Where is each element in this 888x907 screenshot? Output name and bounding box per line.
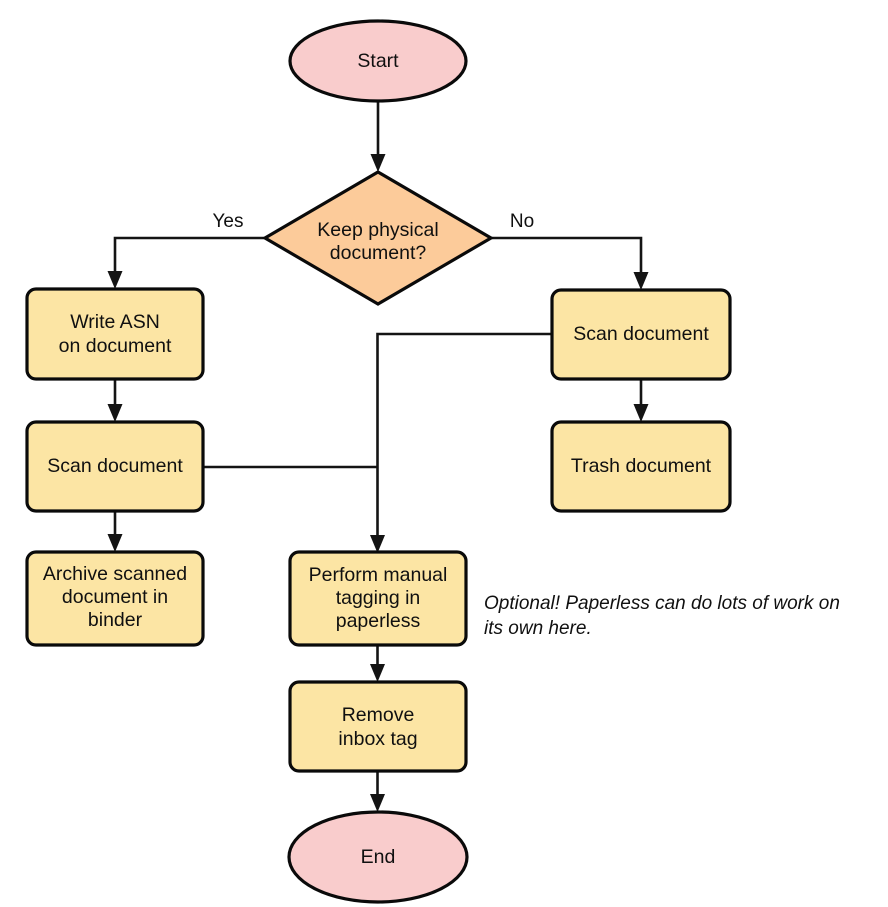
node-remove-inbox-label-line1: Remove	[342, 704, 415, 726]
node-write-asn-on-document[interactable]: Write ASN on document	[25, 287, 205, 381]
note-line1: Optional! Paperless can do lots of work …	[484, 593, 840, 614]
node-end-label: End	[361, 846, 396, 868]
node-archive-label-line1: Archive scanned	[43, 563, 187, 585]
node-archive-label-line2: document in	[62, 586, 168, 608]
node-tagging-label-line1: Perform manual	[309, 564, 448, 586]
note-line2: its own here.	[484, 618, 592, 639]
node-archive-label-line3: binder	[88, 609, 143, 631]
edge-start-to-decision	[370, 101, 386, 172]
node-scan-document-right-label: Scan document	[573, 323, 709, 345]
node-trash-document-label: Trash document	[571, 455, 712, 477]
node-decision-keep-physical-document[interactable]: Keep physical document?	[261, 170, 495, 306]
edge-decision-yes-to-write-asn	[107, 236, 265, 289]
edge-decision-no-to-scan-right	[491, 236, 649, 290]
edge-tagging-to-remove-inbox	[370, 645, 385, 682]
edge-scan-left-to-archive	[107, 511, 123, 552]
edge-label-no: No	[510, 211, 534, 232]
node-trash-document[interactable]: Trash document	[550, 420, 732, 513]
node-scan-document-left[interactable]: Scan document	[25, 420, 205, 513]
edge-remove-inbox-to-end	[370, 771, 385, 812]
node-perform-manual-tagging[interactable]: Perform manual tagging in paperless	[288, 550, 468, 647]
node-decision-label-line1: Keep physical	[317, 219, 438, 241]
edge-write-asn-to-scan-left	[107, 379, 123, 422]
node-write-asn-label-line2: on document	[59, 335, 172, 357]
node-tagging-label-line2: tagging in	[336, 587, 421, 609]
node-remove-inbox-label-line2: inbox tag	[338, 728, 417, 750]
node-end[interactable]: End	[287, 810, 469, 904]
edge-scan-right-to-tagging	[370, 332, 552, 553]
node-scan-document-left-label: Scan document	[47, 455, 183, 477]
node-archive-scanned-document[interactable]: Archive scanned document in binder	[25, 550, 205, 647]
node-tagging-label-line3: paperless	[336, 610, 421, 632]
node-decision-label-line2: document?	[330, 242, 427, 264]
node-remove-inbox-tag[interactable]: Remove inbox tag	[288, 680, 468, 773]
node-scan-document-right[interactable]: Scan document	[550, 288, 732, 381]
node-start-label: Start	[357, 50, 399, 72]
edge-scan-right-to-trash	[633, 379, 649, 422]
node-write-asn-label-line1: Write ASN	[70, 311, 160, 333]
edge-label-yes: Yes	[213, 211, 244, 232]
node-start[interactable]: Start	[288, 19, 468, 103]
note-optional-paperless: Optional! Paperless can do lots of work …	[484, 593, 840, 639]
